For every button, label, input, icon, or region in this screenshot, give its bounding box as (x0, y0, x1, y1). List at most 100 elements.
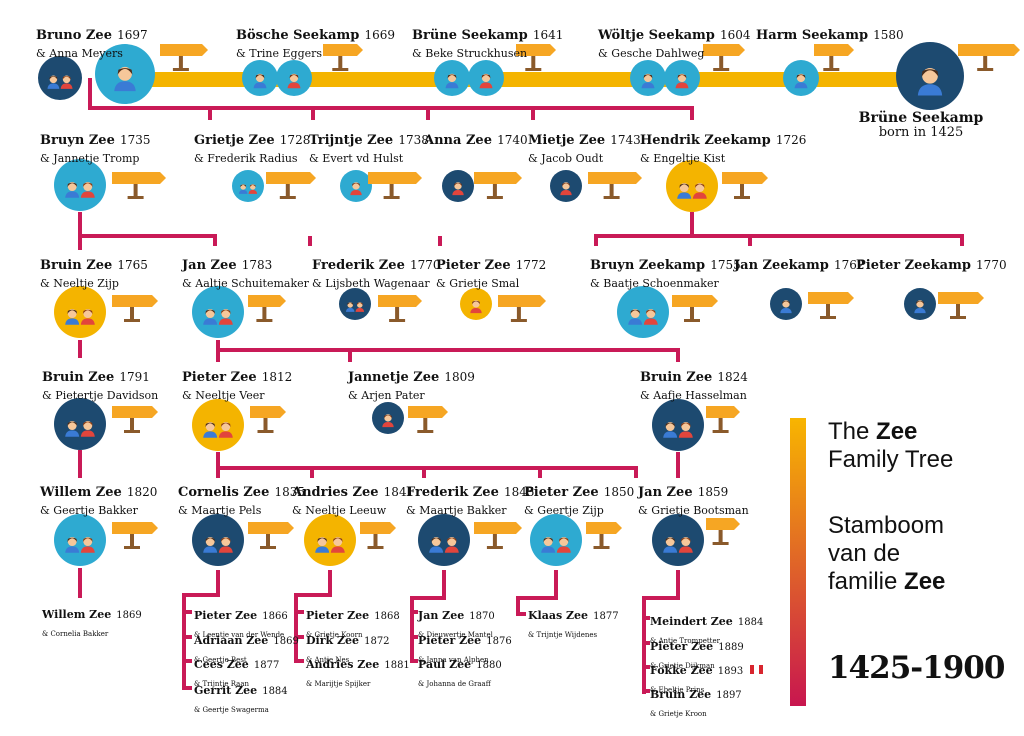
sign-medemblik-3 (722, 172, 768, 199)
person-name: Jan Zee (418, 609, 465, 622)
person-name: Willem Zee (40, 485, 122, 500)
sign-winkel-2 (408, 406, 448, 433)
person-paul-zee-1880: Paul Zee 1880 & Johanna de Graaff (418, 654, 502, 689)
person-spouse: & Engeltje Kist (640, 152, 726, 166)
person-year: 1876 (486, 636, 512, 647)
person-cees-zee-1877: Cees Zee 1877 & Trijntje Raan (194, 654, 279, 689)
avatar-gesche (664, 60, 700, 96)
person-adriaan-zee-1869: Adriaan Zee 1869 & Geertje Best (194, 630, 299, 665)
sign-andijk-1 (706, 406, 740, 433)
person-spouse: & Aaltje Schuitemaker (182, 277, 309, 291)
person-bruno-zee-1697: Bruno Zee 1697 & Anna Meyers (36, 25, 148, 60)
person-spouse: & Geertje Bakker (40, 504, 138, 518)
person-meindert-zee-1884: Meindert Zee 1884 & Antje Trompetter (650, 611, 763, 646)
person-year: 1877 (593, 611, 619, 622)
title-text: familie (828, 567, 905, 595)
sign-abbekerk (248, 522, 294, 549)
person-pieter-zee-1868: Pieter Zee 1868 & Grietje Koorn (306, 605, 400, 640)
person-bruin-zee-1791: Bruin Zee 1791 & Pietertje Davidson (42, 367, 158, 402)
person-hendrik-zeekamp-1726: Hendrik Zeekamp 1726 & Engeltje Kist (640, 130, 806, 165)
person-fokke-zee-1893: Fokke Zee 1893 & Ebeltje Prins (650, 660, 764, 695)
person-name: Mietje Zee (528, 133, 606, 148)
person-name: Bruin Zee (42, 370, 115, 385)
person-willem-zee-1869: Willem Zee 1869 & Cornelia Bakker (42, 604, 142, 639)
person-name: Cees Zee (194, 658, 249, 671)
avatar-pieter-zee-1812 (192, 399, 244, 451)
timeline-gradient-bar (790, 418, 806, 706)
avatar-trijntje-zee-1738 (340, 170, 372, 202)
sign-medemblik-5 (808, 292, 854, 319)
person-name: Bruin Zee (650, 688, 712, 701)
person-year: 1726 (775, 133, 807, 147)
person-spouse: & Ebeltje Prins (650, 685, 705, 694)
person-name: Willem Zee (42, 608, 112, 621)
person-name: Bruyn Zee (40, 133, 115, 148)
person-jan-zee-1859: Jan Zee 1859 & Grietje Bootsman (638, 482, 749, 517)
person-name: Pieter Zee (524, 485, 599, 500)
person-pieter-zee-1850: Pieter Zee 1850 & Geertje Zijp (524, 482, 634, 517)
founder-card: Brüne Seekamp born in 1425 (856, 110, 986, 140)
person-brune-seekamp-1641: Brüne Seekamp 1641 & Beke Struckhusen (412, 25, 563, 60)
person-spouse: & Trijntje Wijdenes (528, 630, 598, 639)
avatar-bruin-zee-1765 (54, 286, 106, 338)
person-jan-zeekamp-1762: Jan Zeekamp 1762 (734, 255, 865, 273)
person-spouse: & Jacob Oudt (528, 152, 604, 166)
person-year: 1738 (398, 133, 429, 147)
person-year: 1868 (374, 611, 400, 622)
sign-winkel-1 (248, 295, 286, 322)
person-year: 1897 (716, 690, 742, 701)
person-year: 1866 (262, 611, 288, 622)
person-year: 1884 (737, 617, 764, 628)
avatar-frederik-zee-1770 (339, 288, 371, 320)
avatar-jan-zee-1783 (192, 286, 244, 338)
title-surname: Zee (904, 567, 946, 595)
sign-bollen-2 (516, 44, 556, 71)
person-name: Bruno Zee (36, 28, 112, 43)
title-surname: Zee (876, 418, 918, 445)
person-year: 1841 (383, 485, 415, 499)
person-name: Pieter Zee (418, 634, 482, 647)
person-spouse: & Dieuwertje Mantel (418, 630, 493, 639)
person-spouse: & Antje Trompetter (650, 636, 720, 645)
person-year: 1762 (833, 258, 865, 272)
avatar-bruyn-zeekamp-1755 (617, 286, 669, 338)
person-spouse: & Neeltje Leeuw (292, 504, 387, 518)
title-text: van de (828, 539, 901, 567)
person-name: Bruin Zee (40, 258, 113, 273)
sign-noord-scharwoude-3 (588, 172, 642, 199)
avatar-jan-zeekamp-1762 (770, 288, 802, 320)
person-name: Brüne Seekamp (412, 28, 528, 43)
person-spouse: & Evert vd Hulst (309, 152, 404, 166)
person-gerrit-zee-1884: Gerrit Zee 1884 & Geertje Swagerma (194, 680, 288, 715)
avatar-jan-zee-1859 (652, 514, 704, 566)
avatar-grietje-zee-1728 (232, 170, 264, 202)
person-andries-zee-1881: Andries Zee 1881 & Marijtje Spijker (306, 654, 410, 689)
person-year: 1735 (119, 133, 151, 147)
person-bosche-seekamp-1669: Bösche Seekamp 1669 & Trine Eggers (236, 25, 395, 60)
person-spouse: & Anna Meyers (36, 47, 123, 61)
person-name: Cornelis Zee (178, 485, 270, 500)
person-name: Klaas Zee (528, 609, 589, 622)
person-jan-zee-1870: Jan Zee 1870 & Dieuwertje Mantel (418, 605, 495, 640)
person-year: 1743 (610, 133, 641, 147)
person-year: 1845 (503, 485, 535, 499)
person-mietje-zee-1743: Mietje Zee 1743 & Jacob Oudt (528, 130, 641, 165)
person-harm-seekamp-1580: Harm Seekamp 1580 (756, 25, 904, 43)
person-name: Andries Zee (292, 485, 379, 500)
sign-andijk-2 (706, 518, 740, 545)
person-year: 1872 (364, 636, 390, 647)
avatar-sailor (95, 44, 155, 104)
avatar-trine (276, 60, 312, 96)
person-year: 1783 (241, 258, 273, 272)
person-year: 1604 (719, 28, 751, 42)
person-bruin-zee-1824: Bruin Zee 1824 & Aafje Hasselman (640, 367, 748, 402)
person-spouse: & Beke Struckhusen (412, 47, 528, 61)
person-bruin-zee-1897: Bruin Zee 1897 & Grietje Kroon (650, 684, 742, 719)
person-jannetje-zee-1809: Jannetje Zee 1809 & Arjen Pater (348, 367, 475, 402)
person-name: Frederik Zee (406, 485, 499, 500)
person-name: Adriaan Zee (194, 634, 269, 647)
legend-title-nl: Stamboom van de familie Zee (828, 512, 945, 595)
sign-medemblik-2 (474, 172, 522, 199)
person-year: 1791 (119, 370, 150, 384)
person-name: Pieter Zee (182, 370, 257, 385)
